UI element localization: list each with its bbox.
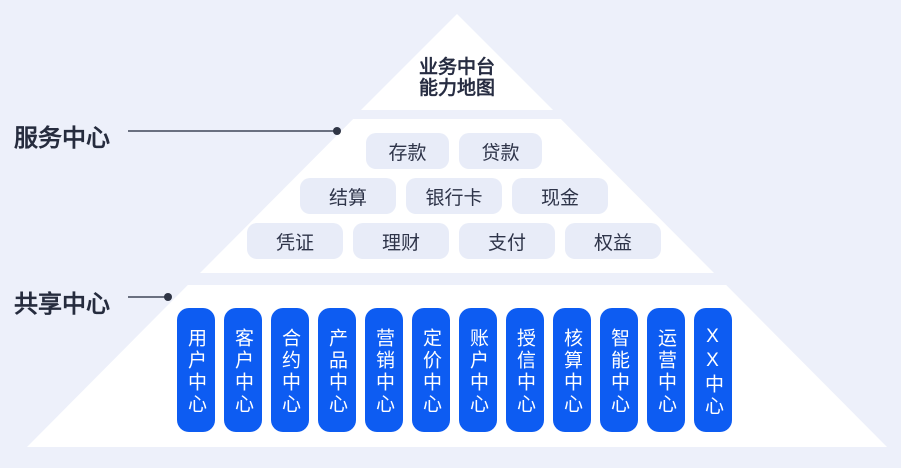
service-item-pill: 存款 <box>366 133 449 169</box>
service-center-leader-line <box>128 130 334 132</box>
service-item-pill: 结算 <box>300 178 396 214</box>
pyramid-title-line1: 业务中台 <box>418 57 496 78</box>
shared-center-pill: 产品中心 <box>317 308 356 432</box>
pyramid-shared-section <box>27 285 887 447</box>
shared-center-leader-line <box>128 296 166 298</box>
service-item-pill: 凭证 <box>247 223 343 259</box>
shared-center-pill: 营销中心 <box>364 308 403 432</box>
service-item-pill: 理财 <box>353 223 449 259</box>
shared-center-pill: XX中心 <box>693 308 732 432</box>
shared-center-pill: 授信中心 <box>505 308 544 432</box>
service-item-pill: 权益 <box>565 223 661 259</box>
service-item-pill: 贷款 <box>459 133 542 169</box>
service-row-1: 存款贷款 <box>7 133 901 169</box>
shared-center-pill: 合约中心 <box>270 308 309 432</box>
service-center-leader-dot <box>333 127 341 135</box>
shared-centers-row: 用户中心客户中心合约中心产品中心营销中心定价中心账户中心授信中心核算中心智能中心… <box>7 308 901 432</box>
shared-center-leader-dot <box>164 293 172 301</box>
service-item-pill: 银行卡 <box>406 178 502 214</box>
shared-center-pill: 客户中心 <box>223 308 262 432</box>
shared-center-pill: 运营中心 <box>646 308 685 432</box>
shared-center-pill: 定价中心 <box>411 308 450 432</box>
pyramid-title-line2: 能力地图 <box>418 78 496 99</box>
pyramid-title: 业务中台 能力地图 <box>419 57 495 99</box>
shared-center-pill: 账户中心 <box>458 308 497 432</box>
service-item-pill: 现金 <box>512 178 608 214</box>
shared-center-pill: 用户中心 <box>176 308 215 432</box>
service-row-3: 凭证理财支付权益 <box>7 223 901 259</box>
shared-center-pill: 智能中心 <box>599 308 638 432</box>
service-item-pill: 支付 <box>459 223 555 259</box>
shared-center-pill: 核算中心 <box>552 308 591 432</box>
service-row-2: 结算银行卡现金 <box>7 178 901 214</box>
shared-center-label: 共享中心 <box>14 291 110 318</box>
service-center-label: 服务中心 <box>14 125 110 152</box>
